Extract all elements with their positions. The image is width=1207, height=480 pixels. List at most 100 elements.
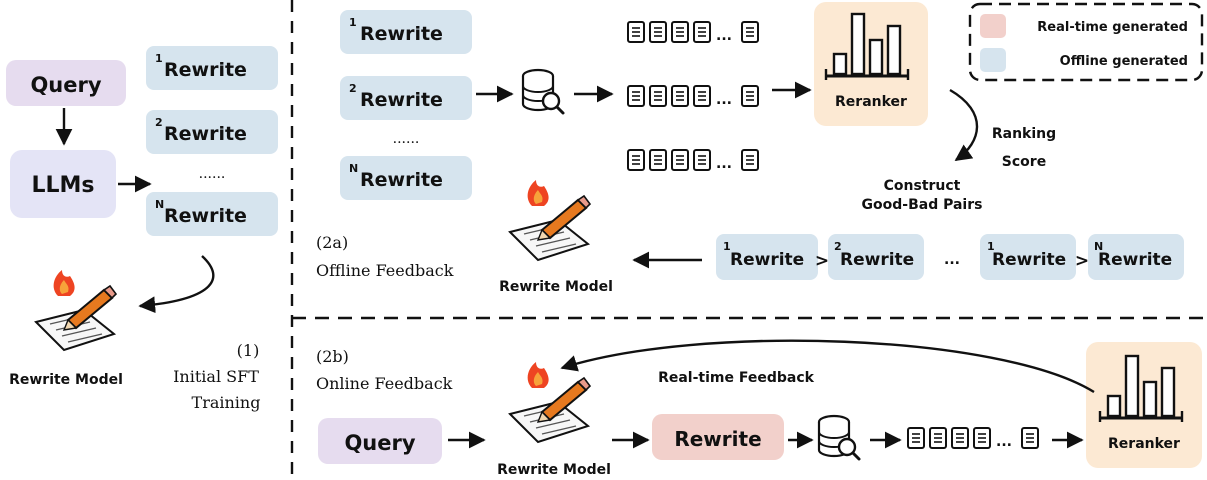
stage2b-query-box <box>318 418 442 464</box>
pair1-rewrite-1-label: Rewrite <box>730 250 804 270</box>
stage1-rewrite-n-sup: N <box>155 198 164 211</box>
legend-realtime-label: Real-time generated <box>1037 20 1188 35</box>
document-icon <box>649 149 667 171</box>
stage1-rewrite-dots: ...... <box>199 166 226 182</box>
pair1-rewrite-2-label: Rewrite <box>840 250 914 270</box>
document-icon <box>671 85 689 107</box>
stage1-model-label: Rewrite Model <box>9 372 123 388</box>
stage2b-doc-row: ... <box>907 427 1039 450</box>
llms-label: LLMs <box>31 173 94 198</box>
doc-dots: ... <box>716 156 732 172</box>
stage1-rewrite-n-box <box>146 192 278 236</box>
stage2b-step: (2b) <box>316 347 349 366</box>
legend-realtime-swatch <box>980 14 1006 38</box>
stage2a-step-name: Offline Feedback <box>316 261 454 280</box>
pair2-rewrite-n-box <box>1088 234 1184 280</box>
document-icon <box>973 427 991 449</box>
pair2-rewrite-1-sup: 1 <box>987 240 995 253</box>
construct-label-line1: Construct <box>884 178 961 194</box>
document-icon <box>951 427 969 449</box>
arrow-rewrites-model <box>138 255 215 314</box>
query-box <box>6 60 126 106</box>
pair1-rewrite-1-box <box>716 234 818 280</box>
ranking-label-line1: Ranking <box>992 126 1056 142</box>
stage2a-rewrite-2-box <box>340 76 472 120</box>
stage2a-database-search-icon <box>521 68 565 115</box>
stage2a-rewrite-dots: ...... <box>393 131 420 147</box>
stage2a-rewrite-n-label: Rewrite <box>360 169 443 191</box>
stage1-rewrite-1-sup: 1 <box>155 52 163 65</box>
document-icon <box>671 149 689 171</box>
document-icon <box>693 149 711 171</box>
stage2a-doc-row-1: ... <box>627 21 759 44</box>
pair2-rewrite-n-label: Rewrite <box>1098 250 1172 270</box>
stage2a-step: (2a) <box>316 233 348 252</box>
arrow-ranking-score <box>949 88 979 161</box>
doc-dots: ... <box>996 434 1012 450</box>
stage1-rewrite-1-box <box>146 46 278 90</box>
pair2-rewrite-1-box <box>980 234 1076 280</box>
legend-offline-swatch <box>980 48 1006 72</box>
stage2a-model-label: Rewrite Model <box>499 279 613 295</box>
stage2a-rewrite-2-sup: 2 <box>349 82 357 95</box>
doc-dots: ... <box>716 92 732 108</box>
stage2a-rewrite-2-label: Rewrite <box>360 89 443 111</box>
arrow-realtime-feedback <box>560 339 1095 394</box>
stage2a-rewrite-1-label: Rewrite <box>360 23 443 45</box>
stage2b-model-label: Rewrite Model <box>497 462 611 478</box>
pairs-dots: ... <box>944 252 960 268</box>
stage1-rewrite-2-sup: 2 <box>155 116 163 129</box>
document-icon <box>741 85 759 107</box>
stage2a-doc-row-2: ... <box>627 85 759 108</box>
query-label: Query <box>30 73 101 97</box>
document-icon <box>627 85 645 107</box>
legend-offline-label: Offline generated <box>1060 54 1188 69</box>
stage2b-database-search-icon <box>817 414 861 461</box>
document-icon <box>627 149 645 171</box>
document-icon <box>741 21 759 43</box>
stage2a-rewrite-n-sup: N <box>349 162 358 175</box>
pair1-gt: > <box>815 251 829 271</box>
ranking-label-line2: Score <box>1002 154 1046 170</box>
stage2b-rewrite-label: Rewrite <box>674 427 761 451</box>
stage2b-rewrite-model-icon <box>509 361 591 443</box>
stage2a-doc-row-3: ... <box>627 149 759 172</box>
document-icon <box>1021 427 1039 449</box>
pair2-rewrite-n-sup: N <box>1094 240 1103 253</box>
stage2a-rewrite-model-icon <box>509 179 591 261</box>
legend-box <box>968 2 1204 82</box>
document-icon <box>929 427 947 449</box>
stage1-rewrite-model-icon <box>35 269 117 351</box>
document-icon <box>627 21 645 43</box>
document-icon <box>671 21 689 43</box>
document-icon <box>693 21 711 43</box>
pair1-rewrite-2-sup: 2 <box>834 240 842 253</box>
document-icon <box>649 21 667 43</box>
stage2b-reranker-label: Reranker <box>1108 436 1180 452</box>
stage2b-query-label: Query <box>344 431 415 455</box>
stage1-caption-line1: Initial SFT <box>173 367 259 386</box>
llms-box <box>10 150 116 218</box>
stage1-rewrite-n-label: Rewrite <box>164 205 247 227</box>
stage1-rewrite-2-box <box>146 110 278 154</box>
pair1-rewrite-2-box <box>828 234 924 280</box>
stage2b-rewrite-box <box>652 414 784 460</box>
pair2-gt: > <box>1075 251 1089 271</box>
stage1-rewrite-2-label: Rewrite <box>164 123 247 145</box>
stage2a-reranker-label: Reranker <box>835 94 907 110</box>
construct-label-line2: Good-Bad Pairs <box>862 197 983 213</box>
stage1-step: (1) <box>237 341 260 360</box>
pair2-rewrite-1-label: Rewrite <box>992 250 1066 270</box>
document-icon <box>741 149 759 171</box>
pair1-rewrite-1-sup: 1 <box>723 240 731 253</box>
realtime-feedback-label: Real-time Feedback <box>658 370 815 386</box>
doc-dots: ... <box>716 28 732 44</box>
stage2a-rewrite-n-box <box>340 156 472 200</box>
stage2b-step-name: Online Feedback <box>316 374 453 393</box>
document-icon <box>649 85 667 107</box>
stage1-caption-line2: Training <box>192 393 261 412</box>
document-icon <box>907 427 925 449</box>
document-icon <box>693 85 711 107</box>
stage2a-rewrite-1-sup: 1 <box>349 16 357 29</box>
